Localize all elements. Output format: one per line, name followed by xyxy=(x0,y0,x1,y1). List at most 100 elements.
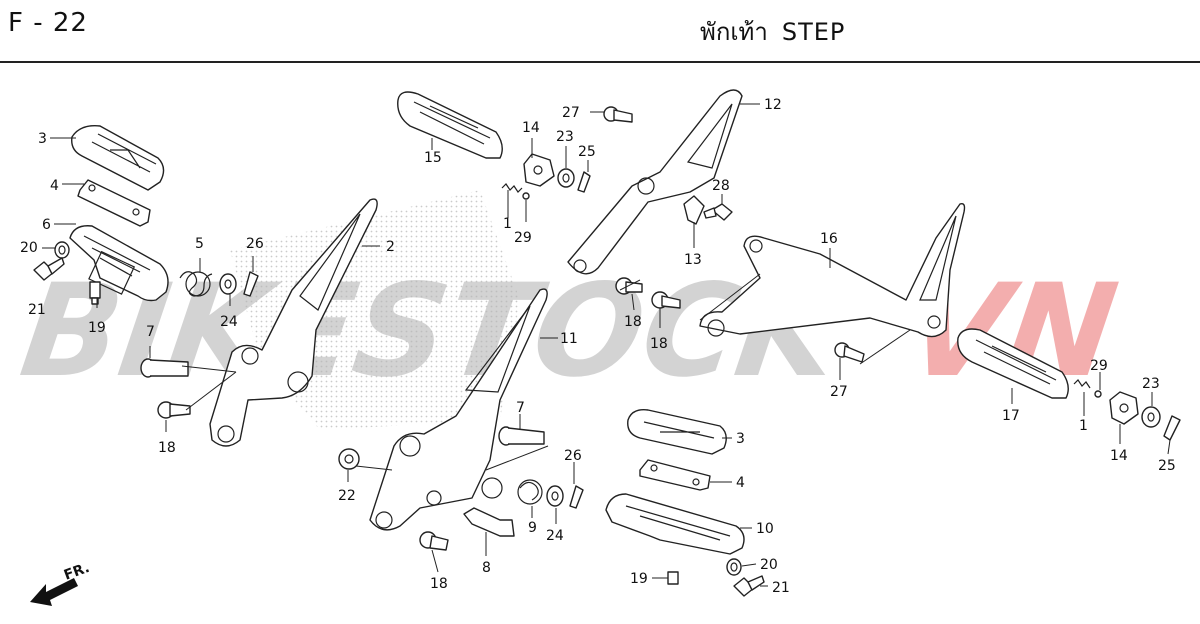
part-22-collar xyxy=(338,448,360,470)
callout-24-left: 24 xyxy=(220,314,238,330)
callout-14-right: 14 xyxy=(1110,448,1128,464)
callout-4-right: 4 xyxy=(736,475,745,491)
part-2-step-holder-left xyxy=(209,198,378,447)
part-1-spring-right xyxy=(1073,379,1091,389)
front-direction-label: FR. xyxy=(62,560,92,584)
callout-12: 12 xyxy=(764,97,782,113)
part-29-ball-upper xyxy=(522,192,530,200)
callout-23-upper: 23 xyxy=(556,129,574,145)
callout-20-right: 20 xyxy=(760,557,778,573)
part-28-bolt xyxy=(703,203,733,221)
part-12-pillion-step-holder xyxy=(567,89,743,275)
callout-1-upper: 1 xyxy=(503,216,512,232)
part-7-pivot-pin-right xyxy=(498,426,545,446)
page-header: F - 22 พักเท้า STEP xyxy=(0,0,1200,63)
header-rule xyxy=(0,61,1200,63)
callout-5: 5 xyxy=(195,236,204,252)
callout-25-upper: 25 xyxy=(578,144,596,160)
part-27-bolt-upper xyxy=(603,106,633,123)
callout-16: 16 xyxy=(820,231,838,247)
part-20-collar-right xyxy=(726,558,742,576)
callout-labels: 3 4 6 20 21 5 26 19 24 7 18 2 15 1 29 14… xyxy=(20,97,1176,596)
part-25-pin-upper xyxy=(577,171,591,193)
part-8-pivot-bolt xyxy=(463,507,515,537)
part-14-detent-plate-right xyxy=(1109,391,1139,425)
callout-23-right: 23 xyxy=(1142,376,1160,392)
callout-29-right: 29 xyxy=(1090,358,1108,374)
part-21-bolt-right xyxy=(733,575,765,597)
callout-21-left: 21 xyxy=(28,302,46,318)
part-1-spring-upper xyxy=(501,183,523,193)
figure-title-thai: พักเท้า xyxy=(700,18,768,46)
figure-title-english: STEP xyxy=(781,18,846,46)
part-19-screw-right xyxy=(667,571,679,585)
callout-7-left: 7 xyxy=(146,324,155,340)
callout-18-center-a: 18 xyxy=(624,314,642,330)
callout-21-right: 21 xyxy=(772,580,790,596)
part-5-spring-left xyxy=(179,271,213,297)
callout-13: 13 xyxy=(684,252,702,268)
callout-19-right: 19 xyxy=(630,571,648,587)
figure-title: พักเท้า STEP xyxy=(700,12,845,51)
part-11-step-holder-right xyxy=(369,288,548,531)
callout-25-right: 25 xyxy=(1158,458,1176,474)
part-9-spring-right xyxy=(517,479,543,505)
part-3-step-rubber-right xyxy=(627,409,727,455)
part-10-step-right xyxy=(605,493,745,555)
callout-28: 28 xyxy=(712,178,730,194)
callout-24-right: 24 xyxy=(546,528,564,544)
part-4-plate-left xyxy=(77,179,151,227)
part-24-washer-right xyxy=(546,485,564,507)
front-direction-arrow: FR. xyxy=(30,560,92,606)
part-21-bolt-left xyxy=(33,257,65,281)
part-18-bolt-left-a xyxy=(157,401,191,419)
callout-2: 2 xyxy=(386,239,395,255)
part-7-pivot-pin-left xyxy=(140,358,189,378)
callout-26-left: 26 xyxy=(246,236,264,252)
part-14-detent-plate-upper xyxy=(523,153,555,187)
part-17-pillion-step-right xyxy=(957,328,1069,399)
callout-4-left: 4 xyxy=(50,178,59,194)
part-23-washer-right xyxy=(1141,406,1161,428)
part-25-pin-right xyxy=(1163,415,1181,441)
callout-22: 22 xyxy=(338,488,356,504)
callout-14-upper: 14 xyxy=(522,120,540,136)
callout-20-left: 20 xyxy=(20,240,38,256)
part-16-pillion-step-holder-right xyxy=(699,202,966,338)
part-18-bolt-center xyxy=(419,531,449,551)
part-27-bolt-right xyxy=(834,342,865,363)
callout-18-bottom: 18 xyxy=(430,576,448,592)
callout-29-upper: 29 xyxy=(514,230,532,246)
part-26-pin-left xyxy=(243,271,259,297)
part-23-washer-upper xyxy=(557,168,575,188)
callout-27-right: 27 xyxy=(830,384,848,400)
callout-11: 11 xyxy=(560,331,578,347)
part-4-plate-right xyxy=(639,459,711,491)
callout-3-right: 3 xyxy=(736,431,745,447)
part-29-ball-right xyxy=(1094,390,1102,398)
part-24-washer-left xyxy=(219,273,237,295)
leader-lines xyxy=(42,103,1171,587)
callout-26-right: 26 xyxy=(564,448,582,464)
callout-15: 15 xyxy=(424,150,442,166)
callout-7-right: 7 xyxy=(516,400,525,416)
part-26-pin-right xyxy=(569,485,584,509)
callout-18-left: 18 xyxy=(158,440,176,456)
callout-17: 17 xyxy=(1002,408,1020,424)
part-15-pillion-step xyxy=(397,91,503,159)
callout-18-center-b: 18 xyxy=(650,336,668,352)
callout-9: 9 xyxy=(528,520,537,536)
callout-10: 10 xyxy=(756,521,774,537)
callout-19-left: 19 xyxy=(88,320,106,336)
callout-1-right: 1 xyxy=(1079,418,1088,434)
part-3-step-rubber-left xyxy=(71,125,165,191)
callout-6: 6 xyxy=(42,217,51,233)
part-19-screw-left xyxy=(89,281,101,305)
callout-8: 8 xyxy=(482,560,491,576)
part-20-collar-left xyxy=(54,241,70,259)
part-13-clamp xyxy=(683,195,705,225)
callout-3-left: 3 xyxy=(38,131,47,147)
figure-code: F - 22 xyxy=(8,8,88,38)
part-6-step-left xyxy=(69,225,169,302)
